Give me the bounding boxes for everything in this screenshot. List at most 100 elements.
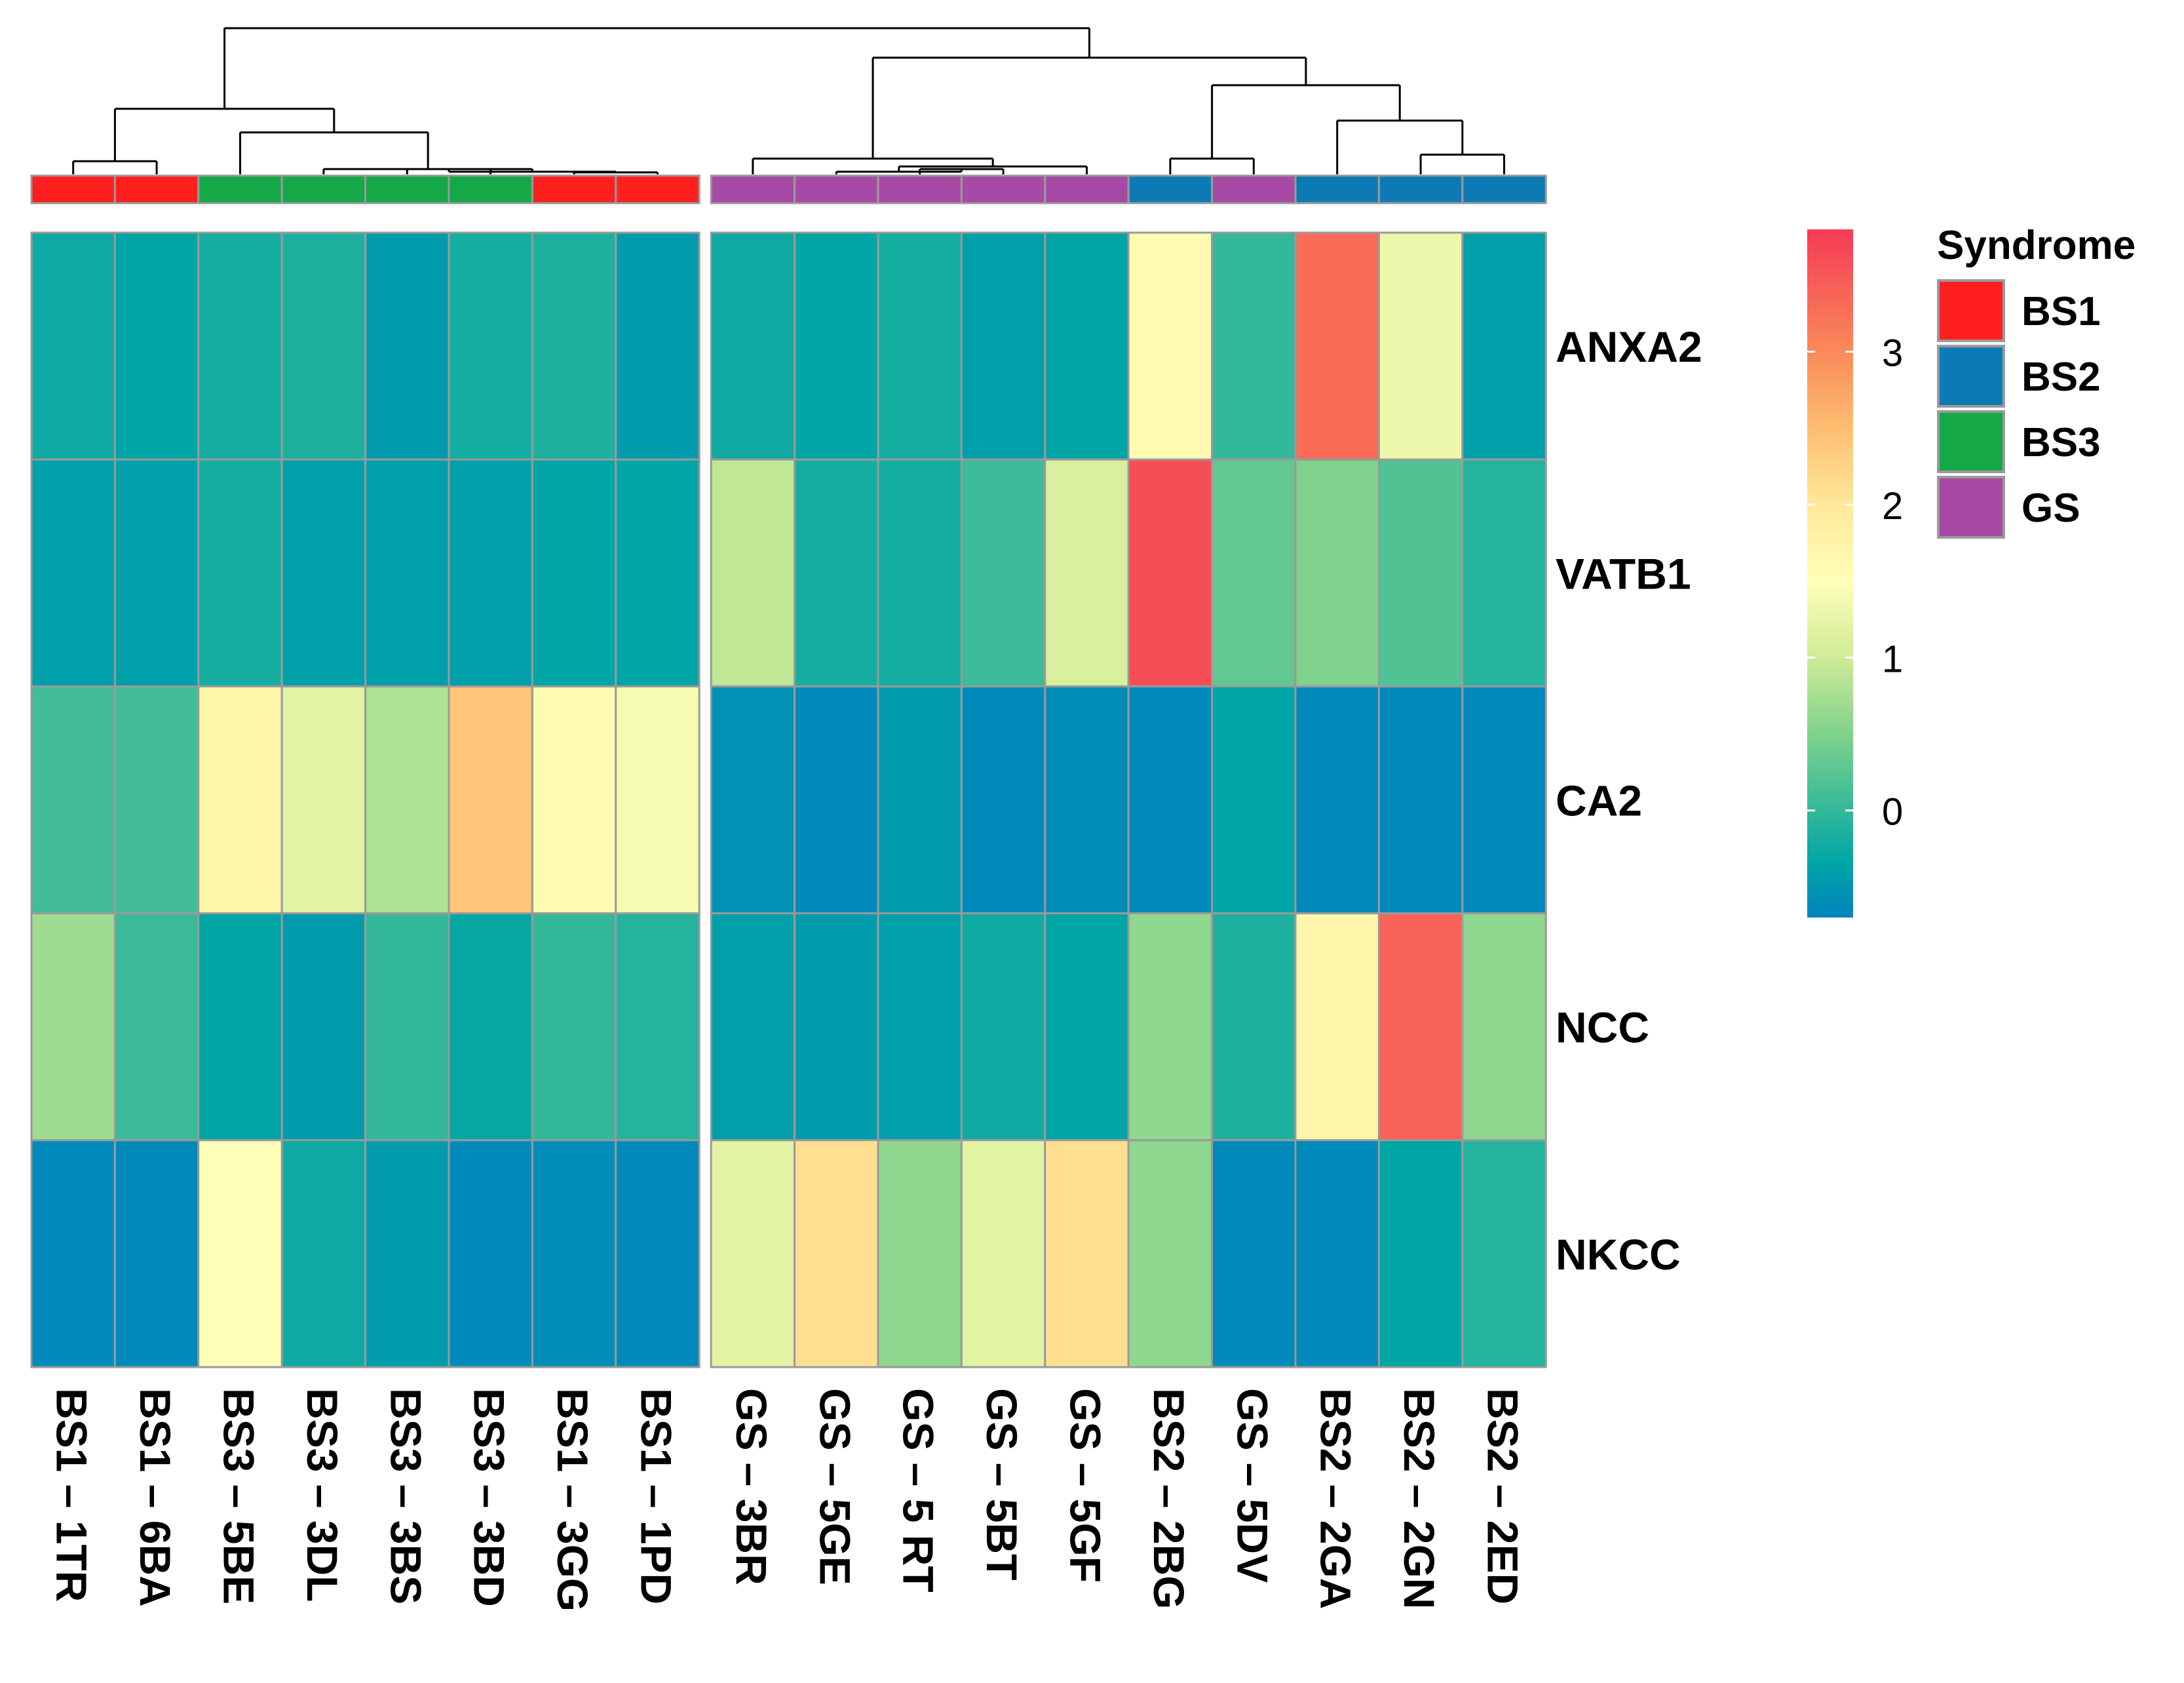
legend-label-bs2: BS2 (2021, 355, 2101, 400)
heatmap-cell-nkcc-gs-5bt (960, 1139, 1046, 1368)
annotation-cell-bs1-6ba (113, 174, 200, 204)
column-label-gs-3br: GS – 3BR (727, 1388, 776, 1585)
legend-swatch-bs1 (1937, 279, 2005, 342)
heatmap-cell-vatb1-gs-5dv (1211, 458, 1297, 687)
column-label-bs2-2bg: BS2 – 2BG (1145, 1388, 1193, 1609)
row-label-ncc: NCC (1556, 1003, 1649, 1052)
heatmap-cell-ca2-gs-5gf (1044, 685, 1130, 915)
heatmap-cell-ncc-gs-5dv (1211, 912, 1297, 1142)
legend-swatch-gs (1937, 476, 2005, 539)
heatmap-cell-vatb1-gs-3br (710, 458, 796, 687)
heatmap-cell-anxa2-gs-5dv (1211, 231, 1297, 461)
column-label-gs-5bt: GS – 5BT (978, 1388, 1026, 1580)
column-label-bs3-3bd: BS3 – 3BD (465, 1388, 514, 1607)
heatmap-cell-ncc-bs3-3bs (364, 912, 450, 1142)
annotation-cell-bs3-5be (197, 174, 283, 204)
annotation-cell-bs3-3dl (280, 174, 367, 204)
column-label-bs3-5be: BS3 – 5BE (215, 1388, 263, 1604)
column-label-bs2-2ga: BS2 – 2GA (1312, 1388, 1360, 1609)
heatmap-cell-ca2-bs1-3gg (531, 685, 617, 915)
heatmap-cell-ca2-bs1-1tr (30, 685, 116, 915)
heatmap-cell-ca2-bs2-2ed (1461, 685, 1547, 915)
row-label-ca2: CA2 (1556, 777, 1642, 825)
colorbar-tick-label-1: 1 (1882, 638, 1903, 680)
heatmap-cell-vatb1-bs2-2ed (1461, 458, 1547, 687)
heatmap-cell-vatb1-bs3-3bd (448, 458, 533, 687)
heatmap-cell-ncc-bs1-6ba (113, 912, 200, 1142)
annotation-cell-gs-5-rt (877, 174, 963, 204)
heatmap-cell-nkcc-bs1-6ba (113, 1139, 200, 1368)
heatmap-cell-ncc-bs1-1pd (615, 912, 700, 1142)
heatmap-cell-ncc-bs2-2bg (1127, 912, 1214, 1142)
heatmap-cell-nkcc-bs1-1tr (30, 1139, 116, 1368)
column-label-bs1-6ba: BS1 – 6BA (131, 1388, 180, 1607)
annotation-cell-bs1-3gg (531, 174, 617, 204)
column-dendrogram (72, 27, 1505, 174)
column-label-bs1-1pd: BS1 – 1PD (632, 1388, 681, 1604)
heatmap-cell-vatb1-bs3-3bs (364, 458, 450, 687)
column-label-bs3-3dl: BS3 – 3DL (298, 1388, 347, 1602)
annotation-cell-gs-5bt (960, 174, 1046, 204)
heatmap-cell-anxa2-bs1-6ba (113, 231, 200, 461)
annotation-cell-bs3-3bd (448, 174, 533, 204)
heatmap-cell-nkcc-bs2-2bg (1127, 1139, 1214, 1368)
annotation-cell-bs2-2gn (1377, 174, 1464, 204)
syndrome-annotation-bar (30, 174, 1547, 204)
heatmap-cell-anxa2-bs3-5be (197, 231, 283, 461)
heatmap-cell-ca2-gs-5bt (960, 685, 1046, 915)
heatmap-cell-vatb1-gs-5ge (794, 458, 879, 687)
column-label-gs-5-rt: GS – 5 RT (894, 1388, 943, 1593)
heatmap-cell-ca2-bs3-5be (197, 685, 283, 915)
annotation-cell-bs2-2bg (1127, 174, 1214, 204)
heatmap-cell-vatb1-bs3-3dl (280, 458, 367, 687)
heatmap-cell-nkcc-bs2-2gn (1377, 1139, 1464, 1368)
heatmap-cell-anxa2-gs-5bt (960, 231, 1046, 461)
heatmap-cell-anxa2-bs2-2ga (1294, 231, 1380, 461)
annotation-cell-bs3-3bs (364, 174, 450, 204)
annotation-cell-bs1-1pd (615, 174, 700, 204)
heatmap-cell-vatb1-bs2-2gn (1377, 458, 1464, 687)
legend-label-bs3: BS3 (2021, 420, 2101, 465)
heatmap-cell-vatb1-bs2-2ga (1294, 458, 1380, 687)
colorbar-tick-label-3: 3 (1882, 332, 1903, 375)
heatmap-cell-nkcc-bs2-2ed (1461, 1139, 1547, 1368)
legend-swatch-bs2 (1937, 345, 2005, 408)
heatmap-cell-nkcc-bs1-3gg (531, 1139, 617, 1368)
heatmap-cell-anxa2-bs1-1tr (30, 231, 116, 461)
heatmap-cell-ncc-bs1-1tr (30, 912, 116, 1142)
heatmap-cell-nkcc-gs-5-rt (877, 1139, 963, 1368)
heatmap-cell-nkcc-bs1-1pd (615, 1139, 700, 1368)
annotation-cell-gs-5gf (1044, 174, 1130, 204)
heatmap-cell-anxa2-bs2-2ed (1461, 231, 1547, 461)
heatmap-cell-ca2-bs2-2bg (1127, 685, 1214, 915)
column-label-bs2-2ed: BS2 – 2ED (1479, 1388, 1527, 1604)
heatmap-cell-ncc-gs-3br (710, 912, 796, 1142)
heatmap-cell-anxa2-bs3-3dl (280, 231, 367, 461)
heatmap-cell-anxa2-bs3-3bs (364, 231, 450, 461)
row-label-nkcc: NKCC (1556, 1230, 1681, 1279)
heatmap-cell-ncc-gs-5ge (794, 912, 879, 1142)
annotation-cell-bs2-2ed (1461, 174, 1547, 204)
column-label-bs3-3bs: BS3 – 3BS (381, 1388, 430, 1604)
heatmap-cell-anxa2-gs-5ge (794, 231, 879, 461)
heatmap-cell-ncc-gs-5bt (960, 912, 1046, 1142)
heatmap-cell-anxa2-gs-5-rt (877, 231, 963, 461)
heatmap-cell-nkcc-gs-3br (710, 1139, 796, 1368)
column-label-bs1-3gg: BS1 – 3GG (548, 1388, 597, 1612)
colorbar-tick-label-2: 2 (1882, 485, 1903, 528)
heatmap-cell-ca2-bs1-1pd (615, 685, 700, 915)
annotation-cell-gs-5dv (1211, 174, 1297, 204)
heatmap-cell-ncc-bs2-2ed (1461, 912, 1547, 1142)
heatmap-cell-vatb1-bs1-3gg (531, 458, 617, 687)
heatmap-cell-ca2-gs-5dv (1211, 685, 1297, 915)
heatmap-cell-ncc-bs3-5be (197, 912, 283, 1142)
heatmap-cell-anxa2-gs-5gf (1044, 231, 1130, 461)
heatmap-cell-ncc-gs-5gf (1044, 912, 1130, 1142)
heatmap-cell-nkcc-gs-5dv (1211, 1139, 1297, 1368)
column-label-gs-5ge: GS – 5GE (811, 1388, 859, 1585)
heatmap-cell-ncc-bs1-3gg (531, 912, 617, 1142)
